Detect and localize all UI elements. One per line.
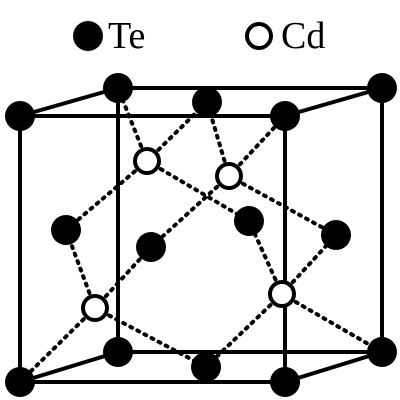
cd-atoms bbox=[81, 147, 296, 322]
te-atom bbox=[270, 367, 300, 397]
bond bbox=[204, 292, 284, 369]
bond bbox=[145, 159, 251, 223]
te-atom bbox=[103, 73, 133, 103]
bond bbox=[64, 159, 149, 232]
cd-atom bbox=[81, 294, 109, 322]
bond bbox=[18, 306, 97, 384]
cd-atom bbox=[215, 162, 243, 190]
te-atom bbox=[5, 101, 35, 131]
legend: Te Cd bbox=[73, 15, 325, 57]
legend-cd-label: Cd bbox=[281, 15, 325, 57]
edge-top-left-depth bbox=[19, 86, 119, 118]
te-atom bbox=[136, 232, 166, 262]
te-atom bbox=[234, 206, 264, 236]
edge-bottom-left-depth bbox=[19, 350, 119, 384]
bond bbox=[93, 306, 208, 369]
te-atom bbox=[270, 101, 300, 131]
legend-te-label: Te bbox=[108, 15, 145, 57]
unit-cell-edges bbox=[18, 86, 384, 384]
te-atom bbox=[367, 337, 397, 367]
te-atom bbox=[192, 87, 222, 117]
te-atom bbox=[367, 73, 397, 103]
edge-bottom-right-depth bbox=[284, 350, 383, 384]
edge-top-right-depth bbox=[284, 86, 383, 118]
te-atoms bbox=[5, 73, 397, 397]
bond bbox=[280, 292, 384, 354]
cd-atom bbox=[268, 280, 296, 308]
legend-cd-marker bbox=[245, 22, 273, 50]
bond bbox=[93, 245, 153, 310]
te-atom bbox=[321, 220, 351, 250]
te-atom bbox=[191, 352, 221, 382]
bond bbox=[149, 174, 231, 249]
bond bbox=[227, 114, 287, 178]
cd-atom bbox=[133, 147, 161, 175]
te-atom bbox=[103, 337, 133, 367]
te-atom bbox=[51, 215, 81, 245]
bond bbox=[64, 228, 97, 310]
te-atom bbox=[5, 367, 35, 397]
legend-te-marker bbox=[73, 21, 103, 51]
